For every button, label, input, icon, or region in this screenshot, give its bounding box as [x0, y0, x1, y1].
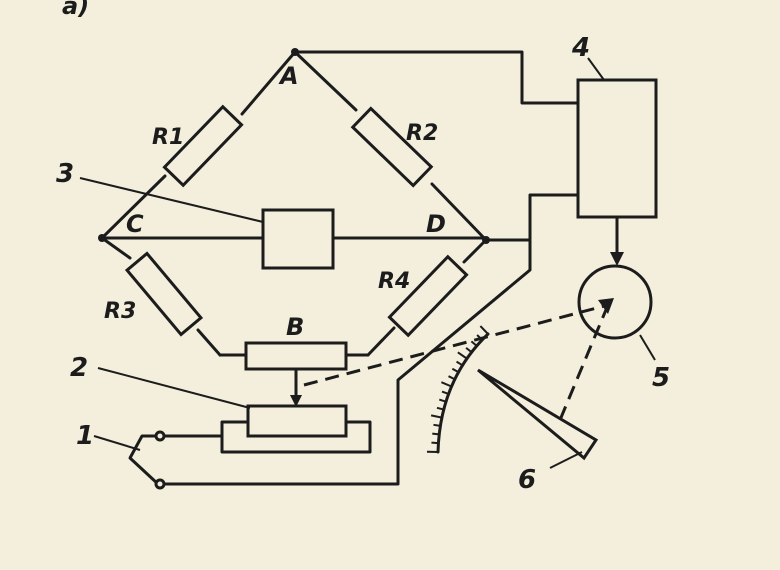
scale-tick [438, 398, 447, 403]
callout-line-4 [587, 57, 605, 81]
label-r1: R1 [152, 125, 184, 150]
mechanical-link-to-slider [303, 303, 609, 387]
callout-1: 1 [76, 421, 94, 451]
thermocouple-1 [128, 434, 162, 486]
scale-tick [430, 414, 443, 419]
node-label-b: B [286, 313, 304, 341]
scale-tick [441, 390, 449, 395]
callout-line-2 [97, 367, 251, 409]
scale-tick [476, 334, 483, 341]
resistor-r3 [124, 251, 204, 337]
node-d-dot [482, 236, 490, 244]
resistor-r4 [387, 254, 469, 338]
scale-tick [457, 351, 468, 360]
slider-arrow-head [290, 395, 302, 407]
resistor-r1 [162, 104, 244, 188]
node-c-dot [98, 234, 106, 242]
label-r3: R3 [104, 299, 136, 324]
null-indicator-box-3 [261, 208, 335, 270]
scale-tick [451, 367, 459, 374]
callout-5: 5 [652, 363, 670, 393]
motor-circle-5 [577, 264, 653, 340]
compensation-slidewire-2 [246, 404, 348, 438]
scale-tick [448, 375, 456, 381]
callout-2: 2 [70, 353, 88, 383]
callout-4: 4 [571, 33, 590, 63]
junction-dots [98, 48, 490, 244]
callout-3: 3 [56, 159, 74, 189]
node-a-dot [291, 48, 299, 56]
label-r2: R2 [406, 121, 438, 146]
callout-6: 6 [518, 465, 536, 495]
slidewire-frame [220, 420, 372, 454]
scale-tick [436, 406, 444, 411]
node-label-c: C [126, 210, 144, 238]
terminal-top [154, 430, 166, 442]
callout-line-3 [79, 177, 264, 223]
callout-line-6 [549, 451, 583, 469]
arrow-head-4-to-5 [610, 252, 624, 266]
bridge-wires [100, 50, 580, 486]
scale-tick [456, 360, 464, 367]
scale-tick [433, 423, 441, 427]
label-r4: R4 [378, 269, 410, 294]
scale-tick [465, 347, 473, 353]
node-label-d: D [426, 210, 446, 238]
scale-tick [440, 381, 452, 388]
figure-label: а) [62, 0, 89, 20]
node-label-a: A [278, 62, 299, 90]
callout-line-5 [639, 334, 656, 361]
scale-tick [432, 432, 440, 436]
callout-line-1 [93, 435, 141, 451]
scale-ticks [426, 325, 489, 453]
scale-tick [479, 325, 489, 335]
slidewire-b [244, 341, 348, 371]
pointer-6 [477, 368, 599, 461]
scale-tick [470, 340, 478, 347]
link-arrow-head [598, 298, 614, 314]
amplifier-box-4 [576, 78, 658, 219]
terminal-bottom [154, 478, 166, 490]
resistor-r2 [350, 106, 434, 188]
